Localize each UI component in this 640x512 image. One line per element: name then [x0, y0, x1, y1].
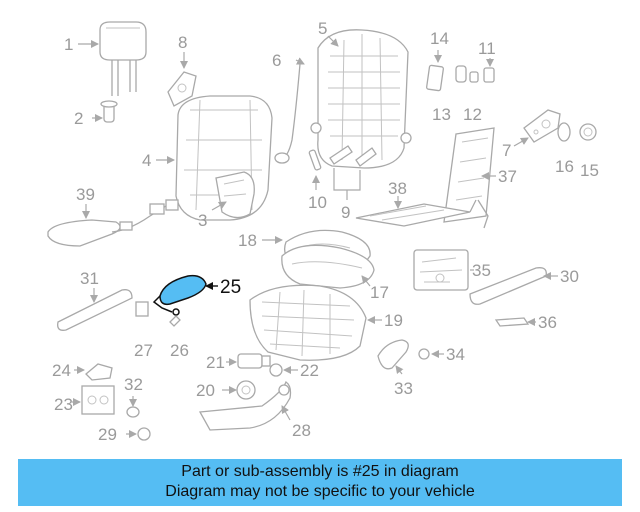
label-10[interactable]: 10: [308, 193, 327, 212]
part-1-headrest[interactable]: [99, 21, 147, 96]
part-3-seatback-pad[interactable]: [215, 171, 255, 219]
label-34[interactable]: 34: [446, 345, 465, 364]
label-18[interactable]: 18: [238, 231, 257, 250]
label-35[interactable]: 35: [472, 261, 491, 280]
part-8-bracket[interactable]: [167, 71, 197, 107]
label-14[interactable]: 14: [430, 29, 449, 48]
part-13-clip[interactable]: [455, 65, 467, 83]
label-31[interactable]: 31: [80, 269, 99, 288]
part-29-cap[interactable]: [137, 427, 151, 441]
part-14-knob[interactable]: [426, 64, 444, 92]
part-34-knob[interactable]: [418, 348, 430, 360]
label-38[interactable]: 38: [388, 179, 407, 198]
part-21-motor[interactable]: [237, 353, 271, 369]
label-1[interactable]: 1: [64, 35, 73, 54]
part-19-seat-frame[interactable]: [249, 284, 367, 361]
part-9-clips[interactable]: [329, 145, 377, 167]
label-3[interactable]: 3: [198, 211, 207, 230]
banner-line-2: Diagram may not be specific to your vehi…: [165, 483, 475, 500]
label-19[interactable]: 19: [384, 311, 403, 330]
label-24[interactable]: 24: [52, 361, 71, 380]
label-4[interactable]: 4: [142, 151, 151, 170]
label-9[interactable]: 9: [341, 203, 350, 222]
part-32-plug[interactable]: [126, 406, 140, 418]
part-11-clip[interactable]: [483, 67, 495, 83]
part-22-cap[interactable]: [269, 363, 283, 377]
label-23[interactable]: 23: [54, 395, 73, 414]
part-23-fastener-kit[interactable]: [81, 385, 115, 415]
part-15-knob[interactable]: [579, 123, 597, 141]
label-32[interactable]: 32: [124, 375, 143, 394]
part-10-bolt[interactable]: [308, 149, 322, 171]
label-26[interactable]: 26: [170, 341, 189, 360]
label-30[interactable]: 30: [560, 267, 579, 286]
seat-parts-diagram: 1 2 4 3 8 6 5: [47, 19, 599, 444]
part-17-cushion-cover[interactable]: [281, 244, 375, 289]
label-37[interactable]: 37: [498, 167, 517, 186]
part-36-cable[interactable]: [494, 317, 530, 327]
label-16[interactable]: 16: [555, 157, 574, 176]
label-27[interactable]: 27: [134, 341, 153, 360]
label-15[interactable]: 15: [580, 161, 599, 180]
label-6[interactable]: 6: [272, 51, 281, 70]
part-31-trim[interactable]: [57, 289, 133, 331]
part-7-plate[interactable]: [523, 109, 561, 143]
label-28[interactable]: 28: [292, 421, 311, 440]
part-25-cable-highlighted[interactable]: [152, 274, 207, 316]
part-39-harness[interactable]: [47, 199, 179, 247]
label-36[interactable]: 36: [538, 313, 557, 332]
label-25[interactable]: 25: [220, 277, 241, 298]
label-7[interactable]: 7: [502, 141, 511, 160]
part-12-clip[interactable]: [469, 71, 479, 83]
label-22[interactable]: 22: [300, 361, 319, 380]
part-2-guide[interactable]: [100, 100, 118, 123]
label-2[interactable]: 2: [74, 109, 83, 128]
label-39[interactable]: 39: [76, 185, 95, 204]
part-24-clip[interactable]: [85, 363, 113, 381]
label-11[interactable]: 11: [478, 39, 496, 58]
part-info-banner: Part or sub-assembly is #25 in diagram D…: [18, 459, 622, 506]
part-33-lever[interactable]: [377, 339, 409, 370]
part-28-lower-trim[interactable]: [198, 381, 292, 431]
label-33[interactable]: 33: [394, 379, 413, 398]
part-6-rod[interactable]: [274, 63, 301, 164]
label-13[interactable]: 13: [432, 105, 451, 124]
label-5[interactable]: 5: [318, 19, 327, 38]
part-37-back-panel[interactable]: [443, 127, 495, 223]
label-20[interactable]: 20: [196, 381, 215, 400]
label-12[interactable]: 12: [463, 105, 482, 124]
label-8[interactable]: 8: [178, 33, 187, 52]
part-5-seatback-frame[interactable]: [310, 29, 412, 169]
part-35-switch[interactable]: [413, 249, 469, 291]
label-17[interactable]: 17: [370, 283, 389, 302]
banner-line-1: Part or sub-assembly is #25 in diagram: [181, 463, 459, 480]
label-21[interactable]: 21: [206, 353, 225, 372]
part-16-ring[interactable]: [557, 122, 571, 142]
part-27-bracket[interactable]: [135, 301, 149, 317]
part-20-gear[interactable]: [236, 380, 256, 400]
label-29[interactable]: 29: [98, 425, 117, 444]
part-26-screw[interactable]: [169, 315, 181, 327]
